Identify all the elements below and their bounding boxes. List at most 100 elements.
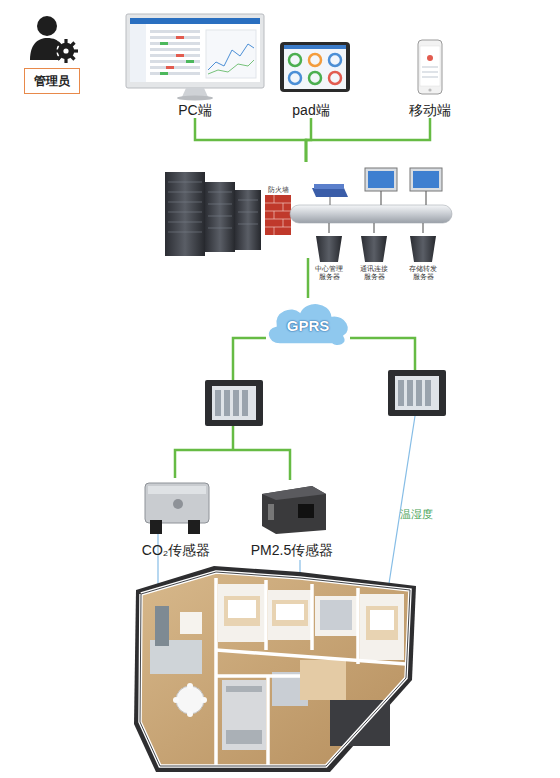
- house-floorplan: [140, 572, 410, 766]
- co2-sensor-node: CO₂传感器: [128, 476, 224, 558]
- pad-tablet: [329, 72, 341, 84]
- house-floorplan: [370, 610, 394, 630]
- pc-monitor: [126, 14, 264, 101]
- house-floorplan: [201, 697, 207, 703]
- server-room: [413, 171, 439, 188]
- server-room: [265, 227, 291, 228]
- house-floorplan: [272, 600, 308, 626]
- server-room: [316, 236, 342, 262]
- pad-tablet: [280, 42, 350, 92]
- house-floorplan: [315, 596, 357, 636]
- server-room: [165, 168, 452, 262]
- mobile-phone: [418, 40, 442, 94]
- pad-tablet: [280, 42, 350, 92]
- pc-monitor: [150, 30, 200, 33]
- node-label: pad端: [292, 102, 329, 118]
- server-room: [330, 197, 331, 205]
- pad-tablet: [289, 54, 301, 66]
- sensor-lead: [388, 416, 415, 590]
- pad-tablet: [309, 72, 321, 84]
- house-floorplan: [310, 584, 314, 650]
- server-room: [365, 168, 397, 191]
- mobile-phone: [422, 66, 438, 78]
- house-floorplan: [300, 660, 346, 700]
- admin-icon: [37, 16, 57, 36]
- admin-icon: [64, 39, 67, 63]
- server-room: [368, 171, 394, 188]
- house-floorplan: [173, 683, 207, 717]
- pc-monitor: [166, 66, 174, 69]
- pad-tablet: [329, 54, 341, 66]
- server-room: [238, 200, 258, 201]
- admin-icon: [57, 42, 75, 60]
- pc-monitor: [150, 72, 200, 75]
- house-floorplan: [173, 697, 179, 703]
- pad-client: pad端: [272, 36, 350, 118]
- cloud-shape: [268, 303, 348, 345]
- house-floorplan: [140, 572, 410, 766]
- gateway-device: [205, 380, 263, 426]
- co2-sensor: [145, 483, 209, 534]
- house-floorplan: [176, 686, 204, 714]
- pc-monitor: [150, 42, 200, 45]
- gateway-device: [407, 380, 413, 406]
- node-label: PC端: [178, 102, 211, 118]
- server-room: [235, 190, 261, 250]
- pc-monitor: [186, 60, 194, 63]
- node-label: 管理员: [34, 73, 70, 90]
- pc-monitor: [130, 18, 260, 82]
- network-wire: [175, 450, 290, 480]
- pc-monitor: [130, 18, 260, 24]
- server-label: 存储转发服务器: [409, 265, 437, 280]
- server-room: [265, 195, 291, 235]
- house-floorplan: [276, 604, 304, 620]
- house-floorplan: [214, 578, 218, 766]
- house-floorplan: [366, 606, 398, 640]
- server-room: [422, 223, 423, 233]
- gateway-device: [425, 380, 431, 406]
- pad-tablet: [289, 54, 341, 84]
- admin-icon: [30, 38, 60, 60]
- server-room: [168, 182, 258, 232]
- pc-monitor: [150, 30, 200, 75]
- house-floorplan: [356, 588, 360, 664]
- pm25-sensor: [262, 486, 326, 534]
- server-room: [425, 191, 426, 205]
- server-room: [208, 192, 232, 193]
- network-link: [306, 118, 311, 162]
- pc-monitor: [160, 42, 194, 75]
- mobile-phone: [418, 40, 442, 94]
- pad-tablet: [309, 54, 321, 66]
- pc-monitor: [160, 72, 168, 75]
- house-floorplan: [266, 676, 270, 766]
- server-room: [208, 216, 232, 217]
- server-room: [168, 232, 202, 233]
- pc-monitor: [150, 60, 200, 63]
- house-floorplan: [226, 686, 262, 744]
- server-room: [380, 191, 381, 205]
- pc-monitor: [160, 42, 168, 45]
- mobile-client: 移动端: [398, 36, 462, 118]
- house-floorplan: [155, 606, 169, 646]
- gateway-device: [205, 370, 446, 426]
- house-floorplan: [140, 572, 410, 766]
- firewall-label: 防火墙: [263, 186, 293, 194]
- admin-icon: [60, 45, 73, 58]
- node-label: CO₂传感器: [142, 542, 210, 558]
- network-link: [306, 118, 430, 162]
- pc-monitor: [177, 96, 213, 101]
- admin-icon: [30, 16, 78, 63]
- house-floorplan: [218, 584, 266, 642]
- server-room: [274, 227, 275, 235]
- house-floorplan: [187, 683, 193, 689]
- annotation-label: 温湿度: [400, 507, 433, 522]
- pm25-sensor: [262, 486, 326, 534]
- pad-tablet: [284, 45, 346, 89]
- server-room: [208, 228, 232, 229]
- gateway-device: [212, 386, 256, 420]
- pc-monitor: [176, 36, 184, 39]
- mobile-phone: [428, 88, 431, 91]
- mobile-phone: [422, 71, 438, 73]
- pc-monitor: [150, 36, 200, 39]
